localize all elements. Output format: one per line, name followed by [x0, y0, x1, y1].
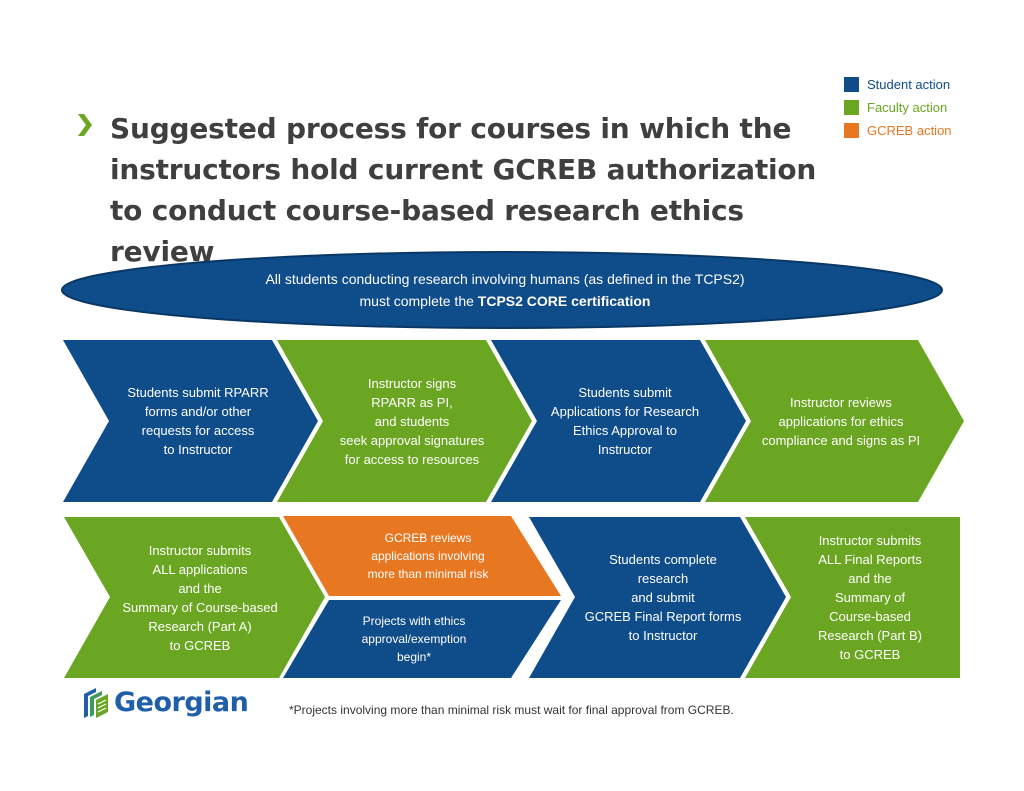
row2-step1-text: Instructor submits ALL applications and … — [122, 542, 278, 653]
georgian-logo: Georgian — [80, 687, 249, 718]
row2-step2-top-shape — [283, 516, 561, 596]
row1-step3-text: Students submit Applications for Researc… — [550, 385, 700, 457]
banner-line1: All students conducting research involvi… — [265, 271, 745, 287]
georgian-logo-text: Georgian — [114, 687, 249, 718]
row1-step2-chevron — [277, 340, 532, 502]
legend-item-faculty: Faculty action — [844, 98, 947, 116]
row1-step1-text: Students submit RPARR forms and/or other… — [127, 385, 269, 457]
legend-swatch-gcreb — [844, 122, 859, 138]
row2-step2-bottom-text: Projects with ethics approval/exemption … — [361, 614, 467, 664]
row2-step2-bottom-shape — [283, 600, 561, 678]
legend-label-faculty: Faculty action — [867, 99, 948, 115]
banner-line2-bold: TCPS2 CORE certification — [477, 293, 651, 309]
row2-step3-text: Students complete research and submit GC… — [584, 552, 742, 643]
footnote: *Projects involving more than minimal ri… — [289, 703, 734, 717]
banner-line2-prefix: must complete the — [359, 293, 478, 309]
tcps2-banner-text: All students conducting research involvi… — [160, 268, 850, 312]
row2-step3-chevron — [529, 517, 786, 678]
row1-step1-chevron — [63, 340, 318, 502]
row1-step2-text: Instructor signs RPARR as PI, and studen… — [339, 375, 485, 467]
row1-step4-text: Instructor reviews applications for ethi… — [761, 394, 921, 448]
legend-item-student: Student action — [844, 75, 950, 93]
tcps2-banner-ellipse — [61, 251, 943, 329]
row2-step4-text: Instructor submits ALL Final Reports and… — [817, 533, 923, 662]
legend-item-gcreb: GCREB action — [844, 121, 952, 139]
legend-label-student: Student action — [867, 76, 951, 92]
row1-step4-chevron — [705, 340, 964, 502]
legend-swatch-student — [844, 76, 859, 92]
row2-step1-chevron — [64, 517, 325, 678]
row1-step3-chevron — [491, 340, 746, 502]
legend-swatch-faculty — [844, 99, 859, 115]
title-chevron-icon — [78, 114, 92, 136]
row2-step2-top-text: GCREB reviews applications involving mor… — [367, 531, 489, 581]
page-title: Suggested process for courses in which t… — [110, 112, 817, 268]
georgian-logo-icon — [84, 687, 108, 718]
legend-label-gcreb: GCREB action — [867, 122, 952, 138]
row2-step4-chevron — [745, 517, 960, 678]
banner-line2: must complete the TCPS2 CORE certificati… — [160, 290, 850, 312]
